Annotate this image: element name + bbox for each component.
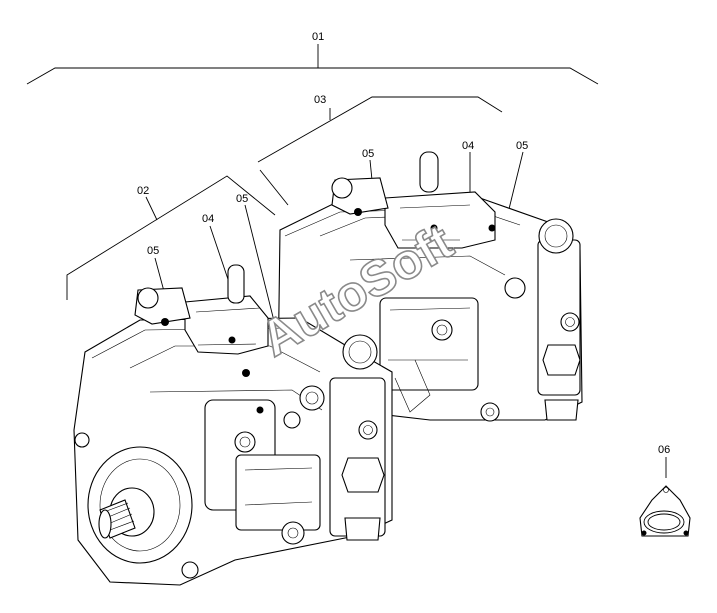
- o-ring-part-06: [639, 485, 691, 537]
- bracket-02: [66, 175, 276, 300]
- callout-04-rear: 04: [462, 140, 474, 152]
- bracket-01: [26, 44, 599, 85]
- bracket-03: [257, 96, 503, 206]
- callout-05-rear-right: 05: [516, 140, 528, 152]
- callout-04-front: 04: [202, 213, 214, 225]
- callout-06: 06: [658, 444, 670, 456]
- callout-05-front-middle: 05: [236, 193, 248, 205]
- callout-05-rear-left: 05: [362, 148, 374, 160]
- callout-05-front-left: 05: [147, 245, 159, 257]
- callout-02: 02: [137, 185, 149, 197]
- front-pump-body: [73, 264, 393, 586]
- callout-03: 03: [314, 94, 326, 106]
- callout-01: 01: [312, 31, 324, 43]
